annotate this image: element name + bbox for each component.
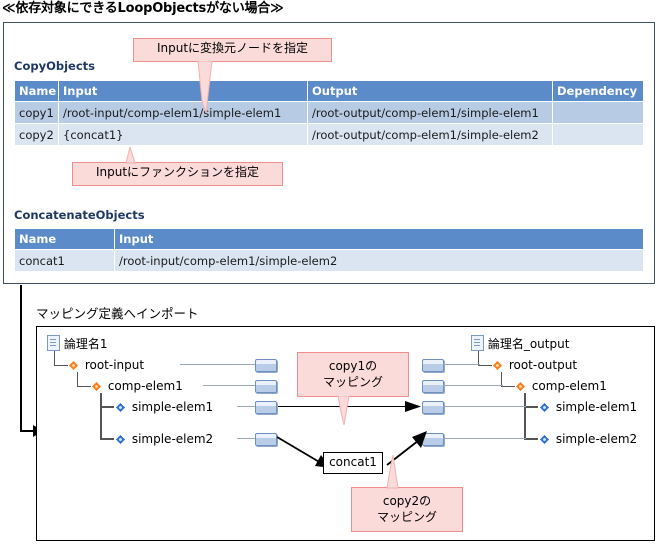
tree-tee — [524, 406, 538, 408]
callout-copy2-mapping: copy2の マッピング — [351, 487, 463, 532]
source-node-label: simple-elem1 — [131, 400, 214, 414]
copyobjects-caption: CopyObjects — [14, 59, 95, 73]
callout-copy1-mapping: copy1の マッピング — [297, 352, 409, 397]
table-header-row: Name Input Output Dependency — [14, 80, 644, 102]
target-node-comp-elem1[interactable]: comp-elem1 — [516, 379, 607, 393]
tree-elbow — [478, 351, 492, 366]
source-node-root-input[interactable]: root-input — [69, 358, 144, 372]
target-tree-root[interactable]: 論理名_output — [471, 335, 569, 351]
target-node-label: root-output — [508, 358, 578, 372]
target-node-simple-elem2[interactable]: simple-elem2 — [540, 432, 637, 446]
callout-tail-copy1 — [337, 396, 350, 426]
complex-node-icon — [92, 382, 101, 391]
simple-node-icon — [540, 403, 549, 412]
source-wire — [237, 438, 256, 439]
source-node-simple-elem1[interactable]: simple-elem1 — [116, 400, 213, 414]
function-box-concat1[interactable]: concat1 — [323, 452, 383, 474]
cell-name: copy1 — [14, 101, 59, 124]
simple-node-icon — [116, 435, 125, 444]
target-wire — [443, 438, 526, 439]
source-tree-root-label: 論理名1 — [63, 337, 108, 351]
complex-node-icon — [69, 361, 78, 370]
document-icon — [47, 335, 60, 351]
tree-tee — [100, 406, 114, 408]
target-tree-root-label: 論理名_output — [487, 337, 570, 351]
column-header-input: Input — [114, 228, 644, 250]
cell-name: concat1 — [14, 249, 115, 272]
tree-elbow — [100, 438, 114, 440]
target-node-label: simple-elem1 — [555, 400, 638, 414]
target-wire — [443, 406, 526, 407]
target-port-comp-elem1[interactable] — [422, 380, 444, 393]
simple-node-icon — [540, 435, 549, 444]
source-node-label: simple-elem2 — [131, 432, 214, 446]
target-wire — [443, 364, 480, 365]
source-node-simple-elem2[interactable]: simple-elem2 — [116, 432, 213, 446]
table-header-row: Name Input — [14, 228, 644, 250]
callout-tail-input-source-node — [197, 61, 213, 113]
target-node-root-output[interactable]: root-output — [493, 358, 577, 372]
source-port-comp-elem1[interactable] — [255, 380, 277, 393]
table-row: copy1 /root-input/comp-elem1/simple-elem… — [14, 101, 644, 124]
copyobjects-table: Name Input Output Dependency copy1 /root… — [14, 80, 644, 146]
target-node-simple-elem1[interactable]: simple-elem1 — [540, 400, 637, 414]
source-node-label: root-input — [84, 358, 145, 372]
source-wire — [203, 385, 256, 386]
target-port-root-output[interactable] — [422, 359, 444, 372]
callout-copy1-line1: copy1の — [328, 359, 378, 373]
target-wire — [443, 385, 503, 386]
callout-input-source-node: Inputに変換元ノードを指定 — [133, 38, 332, 62]
column-header-name: Name — [14, 228, 115, 250]
callout-tail-copy2 — [386, 455, 399, 489]
column-header-name: Name — [14, 80, 59, 102]
mapping-arrowhead-copy1 — [405, 401, 421, 412]
target-node-label: comp-elem1 — [531, 379, 607, 393]
source-node-comp-elem1[interactable]: comp-elem1 — [92, 379, 183, 393]
import-label: マッピング定義へインポート — [36, 306, 199, 321]
callout-copy1-line2: マッピング — [322, 375, 383, 390]
cell-input: /root-input/comp-elem1/simple-elem1 — [58, 101, 308, 124]
source-node-label: comp-elem1 — [107, 379, 183, 393]
column-header-input: Input — [58, 80, 308, 102]
tree-elbow — [77, 372, 91, 387]
cell-output: /root-output/comp-elem1/simple-elem1 — [307, 101, 553, 124]
cell-dependency — [552, 123, 644, 146]
tree-elbow — [54, 351, 68, 366]
concatenateobjects-caption: ConcatenateObjects — [14, 208, 145, 222]
simple-node-icon — [116, 403, 125, 412]
cell-output: /root-output/comp-elem1/simple-elem2 — [307, 123, 553, 146]
source-wire — [180, 364, 256, 365]
page-title: ≪依存対象にできるLoopObjectsがない場合≫ — [2, 1, 284, 16]
table-row: concat1 /root-input/comp-elem1/simple-el… — [14, 249, 644, 272]
flow-connector-vertical — [20, 285, 22, 431]
column-header-output: Output — [307, 80, 553, 102]
table-row: copy2 {concat1} /root-output/comp-elem1/… — [14, 123, 644, 146]
callout-tail-input-function — [125, 147, 136, 164]
column-header-dependency: Dependency — [552, 80, 644, 102]
tree-elbow — [501, 372, 515, 387]
source-port-simple-elem2[interactable] — [255, 433, 277, 446]
target-port-simple-elem1[interactable] — [422, 401, 444, 414]
callout-copy2-line1: copy2の — [382, 494, 432, 508]
document-icon — [471, 335, 484, 351]
cell-dependency — [552, 101, 644, 124]
tree-vline — [100, 393, 102, 439]
source-port-root-input[interactable] — [255, 359, 277, 372]
tree-vline — [524, 393, 526, 439]
source-tree-root[interactable]: 論理名1 — [47, 335, 107, 351]
cell-input: {concat1} — [58, 123, 308, 146]
flow-connector-horizontal — [20, 430, 36, 432]
callout-input-function: Inputにファンクションを指定 — [72, 162, 283, 186]
callout-copy2-line2: マッピング — [376, 510, 437, 525]
tables-panel: CopyObjects Name Input Output Dependency… — [3, 22, 655, 284]
complex-node-icon — [516, 382, 525, 391]
cell-input: /root-input/comp-elem1/simple-elem2 — [114, 249, 644, 272]
source-wire — [237, 406, 256, 407]
source-port-simple-elem1[interactable] — [255, 401, 277, 414]
target-node-label: simple-elem2 — [555, 432, 638, 446]
tree-elbow — [524, 438, 538, 440]
complex-node-icon — [493, 361, 502, 370]
cell-name: copy2 — [14, 123, 59, 146]
concatenateobjects-table: Name Input concat1 /root-input/comp-elem… — [14, 228, 644, 272]
